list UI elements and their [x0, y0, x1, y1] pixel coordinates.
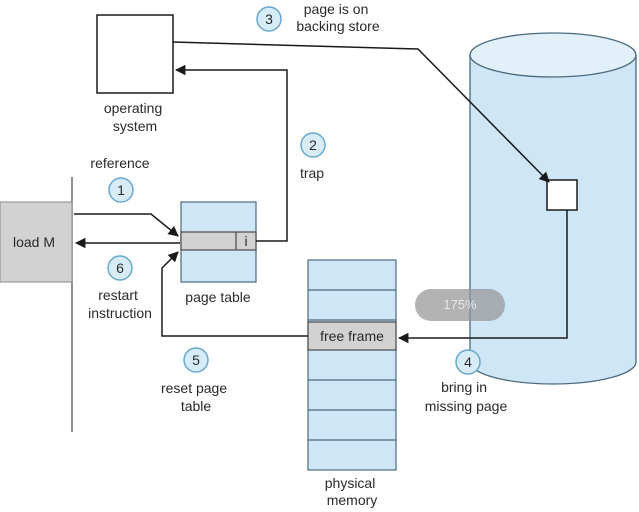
step-3-circle — [256, 6, 282, 32]
arrow-trap — [174, 64, 288, 242]
operating-system-label: operating system — [104, 100, 166, 134]
trap-label: trap — [300, 165, 324, 181]
physical-memory — [307, 259, 397, 471]
arrow-reset-page-table — [161, 251, 308, 337]
bring-in-missing-page-label: bring in missing page — [425, 379, 508, 414]
step-5-circle — [183, 347, 209, 373]
zoom-level-indicator: 175% — [415, 289, 505, 321]
arrow-os-to-disk — [172, 41, 550, 183]
step-4-circle — [455, 349, 481, 375]
step-1-number: 1 — [117, 182, 125, 198]
page-on-backing-store-label: page is on backing store — [296, 1, 379, 34]
page-table-label: page table — [185, 289, 251, 305]
step-4-number: 4 — [464, 354, 472, 370]
arrow-reference — [74, 213, 179, 237]
step-2-circle — [300, 132, 326, 158]
step-6-number: 6 — [116, 260, 124, 276]
operating-system-box — [96, 14, 174, 94]
step-5-number: 5 — [192, 352, 200, 368]
arrow-bring-in — [397, 210, 568, 344]
step-2-number: 2 — [309, 137, 317, 153]
invalid-bit-label: i — [244, 233, 247, 249]
load-m-box — [0, 201, 73, 283]
reset-page-table-label: reset page table — [161, 380, 231, 414]
physical-memory-label: physical memory — [325, 475, 379, 508]
reference-label: reference — [90, 155, 149, 171]
backing-store-disk — [469, 55, 637, 385]
free-frame-label: free frame — [320, 328, 384, 344]
step-6-circle — [107, 255, 133, 281]
step-3-number: 3 — [265, 11, 273, 27]
disk-page-box — [546, 179, 578, 211]
step-1-circle — [108, 177, 134, 203]
load-m-label: load M — [13, 234, 55, 250]
restart-instruction-label: restart instruction — [88, 287, 152, 321]
disk-top — [469, 32, 637, 78]
